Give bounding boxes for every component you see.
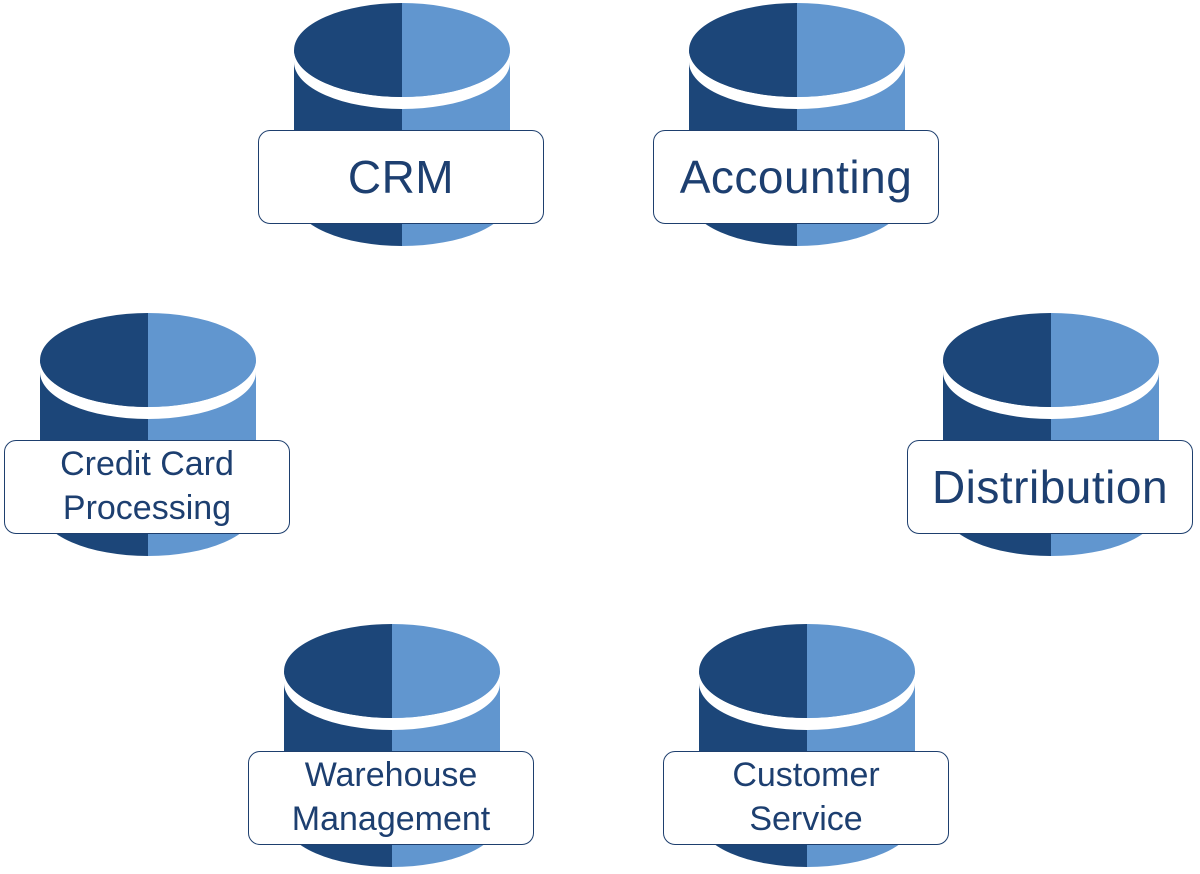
node-accounting: Accounting <box>647 3 947 253</box>
node-distribution: Distribution <box>901 313 1200 563</box>
node-label: Accounting <box>679 150 913 203</box>
node-label: Credit Card Processing <box>60 445 234 527</box>
node-label: Distribution <box>931 460 1169 513</box>
node-label-box: Distribution <box>907 440 1193 534</box>
node-credit-card-processing: Credit Card Processing <box>0 313 298 563</box>
node-label: CRM <box>347 150 455 203</box>
node-label-box: Warehouse Management <box>248 751 534 845</box>
node-label-box: CRM <box>258 130 544 224</box>
node-warehouse-management: Warehouse Management <box>242 624 542 874</box>
node-crm: CRM <box>252 3 552 253</box>
node-label-box: Credit Card Processing <box>4 440 290 534</box>
node-label: Warehouse Management <box>291 756 491 838</box>
node-label: Customer Service <box>732 756 880 838</box>
node-label-box: Accounting <box>653 130 939 224</box>
node-label-box: Customer Service <box>663 751 949 845</box>
node-customer-service: Customer Service <box>657 624 957 874</box>
